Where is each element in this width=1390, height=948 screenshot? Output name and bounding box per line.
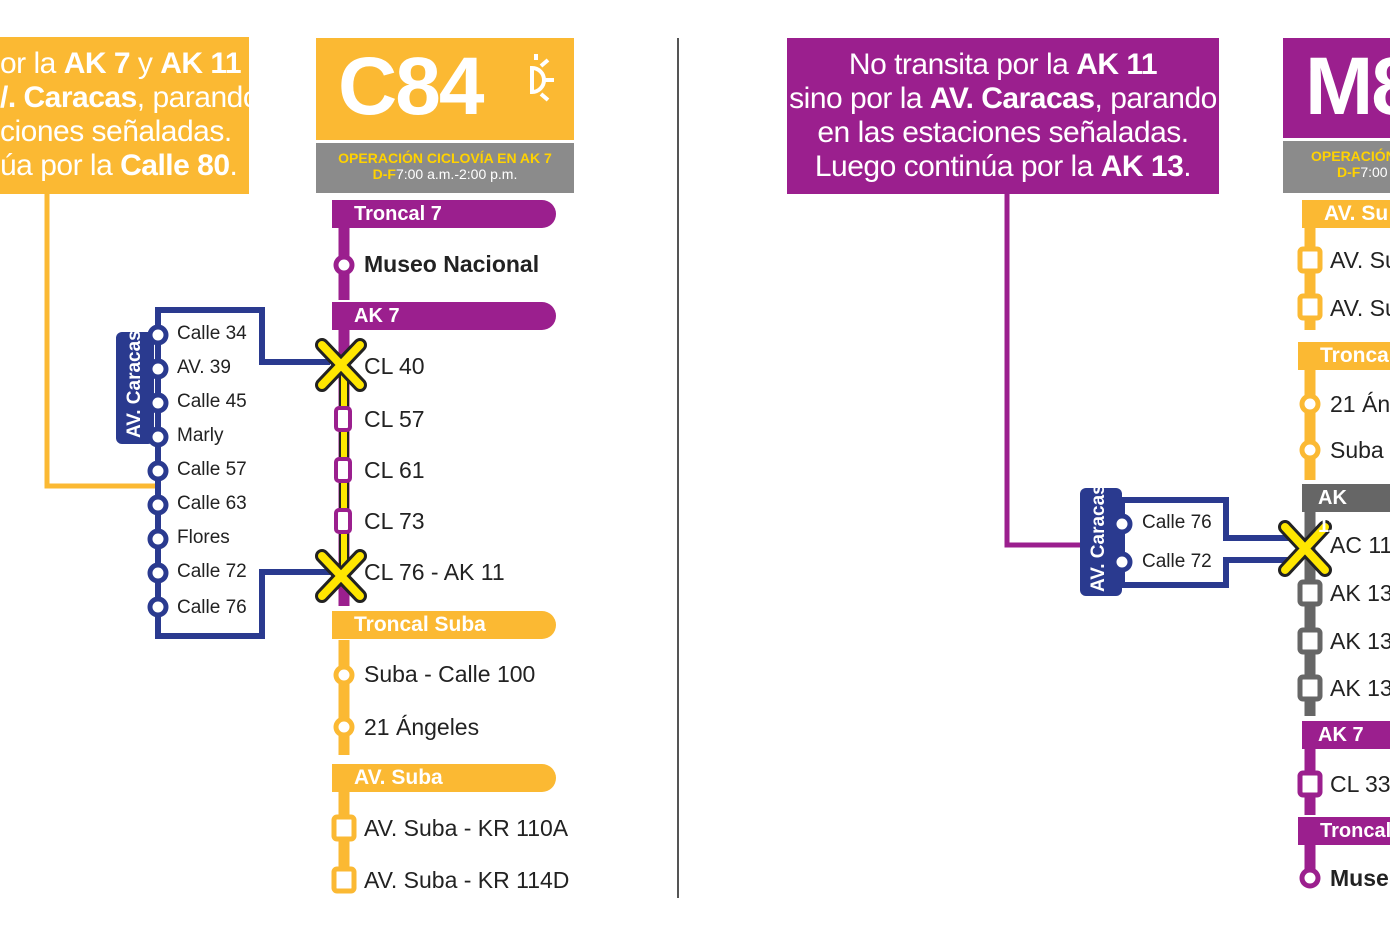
stop-ak13-right-1: AK 13 bbox=[1330, 580, 1390, 606]
stop-cl33-right: CL 33 bbox=[1330, 771, 1390, 797]
right-notice-box: No transita por la AK 11 sino por la AV.… bbox=[787, 38, 1219, 194]
left-caracas-stop: Flores bbox=[177, 527, 230, 548]
left-schedule-bar: OPERACIÓN CICLOVÍA EN AK 7 D-F7:00 a.m.-… bbox=[316, 143, 574, 193]
left-caracas-stop: AV. 39 bbox=[177, 357, 231, 378]
right-schedule-time-row: D-F7:00 bbox=[1337, 164, 1388, 180]
left-caracas-stop: Calle 57 bbox=[177, 459, 247, 480]
left-notice-line4: úa por la Calle 80. bbox=[0, 149, 238, 182]
right-closure-x bbox=[1278, 520, 1332, 577]
left-caracas-stop: Calle 45 bbox=[177, 391, 247, 412]
stop-cl61: CL 61 bbox=[364, 457, 425, 483]
right-route-code: M8 bbox=[1305, 41, 1390, 132]
stop-cl73: CL 73 bbox=[364, 508, 425, 534]
left-caracas-stop: Marly bbox=[177, 425, 224, 446]
left-route-code: C84 bbox=[338, 41, 484, 132]
stop-21-angeles-right: 21 Áng bbox=[1330, 391, 1390, 417]
stop-cl76-ak11: CL 76 - AK 11 bbox=[364, 559, 505, 585]
stop-suba-right: Suba - bbox=[1330, 437, 1390, 463]
trunk-header-ak11-right: AK 11/1 bbox=[1302, 484, 1390, 537]
left-schedule-title: OPERACIÓN CICLOVÍA EN AK 7 bbox=[338, 150, 552, 166]
trunk-header-troncal-suba: Troncal Suba bbox=[332, 611, 556, 639]
stop-ak13-right-3: AK 13 bbox=[1330, 675, 1390, 701]
right-schedule-bar: OPERACIÓN D-F7:00 bbox=[1283, 141, 1390, 193]
left-notice-line1: or la AK 7 y AK 11 bbox=[0, 47, 242, 80]
panel-divider bbox=[677, 38, 679, 898]
right-notice-line3: en las estaciones señaladas. bbox=[817, 116, 1189, 149]
trunk-header-av-suba: AV. Suba bbox=[332, 764, 556, 792]
stop-suba-calle-100: Suba - Calle 100 bbox=[364, 661, 536, 687]
stop-ak13-right-2: AK 13 bbox=[1330, 628, 1390, 654]
stop-av-suba-kr110a: AV. Suba - KR 110A bbox=[364, 815, 569, 841]
left-notice-line2: /. Caracas, parando bbox=[0, 81, 260, 114]
left-notice-line3: ciones señaladas. bbox=[0, 115, 232, 148]
right-notice-line1: No transita por la AK 11 bbox=[848, 48, 1158, 81]
trunk-header-ak7: AK 7 bbox=[332, 302, 556, 330]
stop-museo-right: Muse bbox=[1330, 865, 1389, 891]
right-schedule-title: OPERACIÓN bbox=[1311, 148, 1390, 164]
trunk-header-troncal7-right: Troncal bbox=[1298, 817, 1390, 845]
stop-av-suba-right-2: AV. Su bbox=[1330, 295, 1390, 321]
right-caracas-title: AV. Caracas bbox=[1088, 484, 1109, 592]
trunk-header-av-suba-right: AV. Su bbox=[1302, 200, 1390, 228]
stop-21-angeles: 21 Ángeles bbox=[364, 714, 480, 740]
trunk-header-troncal7: Troncal 7 bbox=[332, 200, 556, 228]
stop-av-suba-kr114d: AV. Suba - KR 114D bbox=[364, 867, 570, 893]
stop-ac11-right: AC 11 bbox=[1330, 532, 1390, 558]
left-caracas-stop: Calle 76 bbox=[177, 597, 247, 618]
left-caracas-stop: Calle 63 bbox=[177, 493, 247, 514]
right-notice-line2: sino por la AV. Caracas, parando bbox=[789, 82, 1217, 115]
stop-cl40: CL 40 bbox=[364, 353, 425, 379]
left-caracas-stop: Calle 72 bbox=[177, 561, 247, 582]
sun-icon bbox=[530, 54, 554, 102]
stop-museo-nacional: Museo Nacional bbox=[364, 251, 540, 277]
stop-cl57: CL 57 bbox=[364, 406, 425, 432]
left-notice-box: or la AK 7 y AK 11 /. Caracas, parando c… bbox=[0, 37, 260, 194]
right-route-header: M8 bbox=[1283, 38, 1390, 138]
trunk-header-troncal-suba-right: Tronca bbox=[1298, 342, 1390, 370]
trunk-header-ak7-right: AK 7 bbox=[1302, 721, 1390, 749]
left-closure-x-bottom bbox=[315, 549, 367, 603]
right-notice-line4: Luego continúa por la AK 13. bbox=[814, 150, 1192, 183]
right-caracas-stop: Calle 72 bbox=[1142, 551, 1212, 572]
left-route-header: C84 bbox=[316, 38, 574, 140]
left-closure-x-top bbox=[315, 338, 367, 392]
stop-av-suba-right-1: AV. Su bbox=[1330, 247, 1390, 273]
left-caracas-stop: Calle 34 bbox=[177, 323, 247, 344]
right-caracas-stop: Calle 76 bbox=[1142, 512, 1212, 533]
left-schedule-time-row: D-F7:00 a.m.-2:00 p.m. bbox=[372, 166, 518, 182]
